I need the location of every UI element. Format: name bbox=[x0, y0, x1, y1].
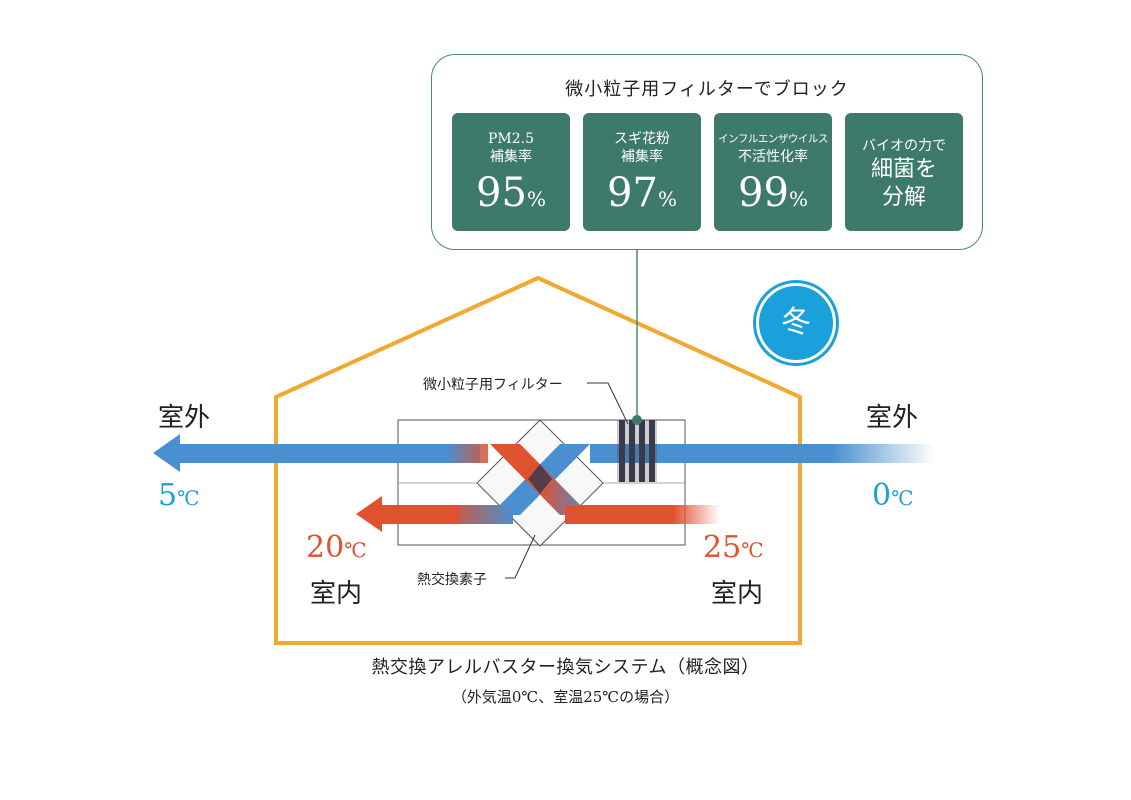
card-pm25-value: 95 bbox=[476, 170, 527, 216]
outside-right-temp-value: 0 bbox=[872, 478, 892, 513]
card-pm25-line1: PM2.5 bbox=[487, 131, 535, 147]
exhaust-flow-left-gradient bbox=[398, 444, 488, 463]
card-influenza-unit: % bbox=[788, 187, 808, 211]
inside-right-temp-value: 25 bbox=[703, 530, 742, 565]
card-influenza-value: 99 bbox=[738, 170, 789, 216]
card-pm25: PM2.5 補集率 95% bbox=[452, 113, 570, 231]
card-bio-line1: バイオの力で bbox=[862, 138, 946, 154]
exchanger-leader bbox=[505, 534, 536, 579]
outside-right-label: 室外 bbox=[866, 403, 919, 433]
filter-leader bbox=[587, 382, 629, 425]
outside-left-temp-unit: ℃ bbox=[177, 486, 200, 510]
filter-marker bbox=[632, 415, 642, 425]
exhaust-arrowhead bbox=[153, 434, 180, 472]
filter-label: 微小粒子用フィルター bbox=[423, 377, 563, 393]
outside-right-temp-unit: ℃ bbox=[891, 486, 914, 510]
card-pollen: スギ花粉 補集率 97% bbox=[583, 113, 701, 231]
card-pm25-unit: % bbox=[526, 187, 546, 211]
outside-left-temp-value: 5 bbox=[158, 478, 178, 513]
outside-right-temp: 0℃ bbox=[872, 478, 913, 513]
card-bio-line2: 細菌を bbox=[870, 157, 937, 182]
filter-callout: 微小粒子用フィルターでブロック PM2.5 補集率 95% スギ花粉 補集率 9… bbox=[431, 54, 983, 250]
filter-element bbox=[617, 420, 657, 482]
callout-title: 微小粒子用フィルターでブロック bbox=[565, 79, 849, 100]
intake-flow-right bbox=[590, 444, 935, 463]
card-pollen-line1: スギ花粉 bbox=[614, 131, 670, 147]
card-bio: バイオの力で 細菌を 分解 bbox=[845, 113, 963, 231]
card-pm25-line2: 補集率 bbox=[490, 149, 532, 165]
inside-left-label: 室内 bbox=[310, 579, 363, 609]
outside-left-label: 室外 bbox=[158, 403, 211, 433]
inside-left-temp: 20℃ bbox=[306, 530, 367, 565]
exchanger-label: 熱交換素子 bbox=[417, 572, 487, 588]
card-influenza-line1: インフルエンザウイルス bbox=[718, 133, 828, 145]
supply-arrowhead bbox=[356, 496, 382, 532]
diagram-subcaption: （外気温0℃、室温25℃の場合） bbox=[451, 688, 680, 706]
card-bio-line3: 分解 bbox=[881, 185, 926, 210]
card-pollen-value: 97 bbox=[607, 170, 658, 216]
inside-left-temp-unit: ℃ bbox=[344, 538, 367, 562]
outside-left-temp: 5℃ bbox=[158, 478, 199, 513]
exhaust-flow-left-solid bbox=[168, 444, 400, 463]
house-outline bbox=[274, 275, 802, 645]
card-pollen-line2: 補集率 bbox=[621, 149, 663, 165]
winter-badge: 冬 bbox=[756, 283, 836, 363]
card-influenza-line2: 不活性化率 bbox=[738, 149, 808, 165]
crossing-center bbox=[528, 464, 552, 494]
inside-right-temp-unit: ℃ bbox=[741, 538, 764, 562]
inside-left-temp-value: 20 bbox=[306, 530, 345, 565]
supply-flow-left-solid bbox=[378, 505, 458, 524]
return-flow-right bbox=[565, 505, 720, 524]
card-pollen-unit: % bbox=[657, 187, 677, 211]
diagram-caption: 熱交換アレルバスター換気システム（概念図） bbox=[371, 657, 760, 678]
card-influenza: インフルエンザウイルス 不活性化率 99% bbox=[714, 113, 832, 231]
inside-right-temp: 25℃ bbox=[703, 530, 764, 565]
inside-right-label: 室内 bbox=[711, 579, 764, 609]
